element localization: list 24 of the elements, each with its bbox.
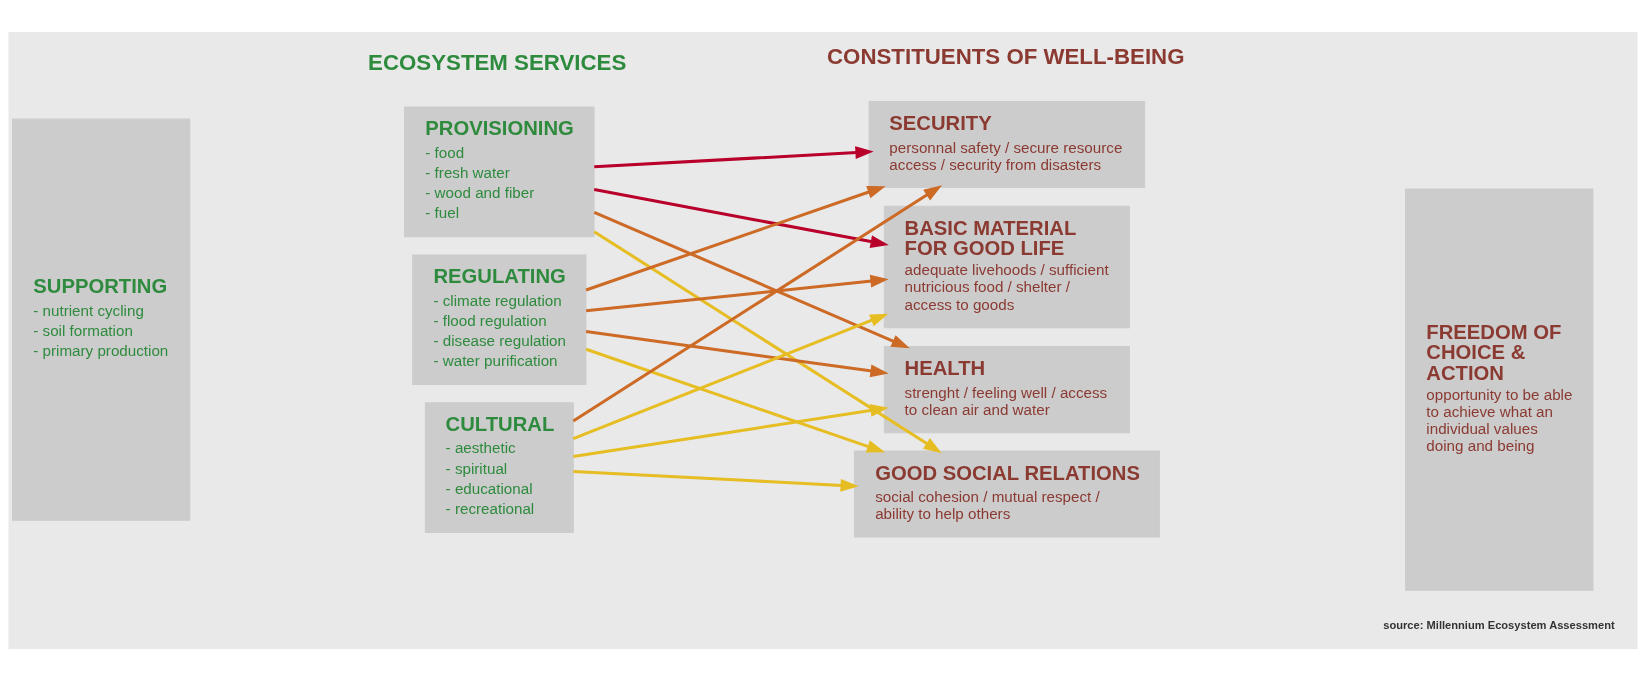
node-box: GOOD SOCIAL RELATIONS social cohesion / mutual respect / ability to help others (853, 450, 1160, 538)
arrow (585, 330, 889, 378)
arrow (585, 186, 886, 292)
label: CONSTITUENTS OF WELL-BEING (827, 44, 1185, 70)
arrow (585, 274, 889, 313)
arrow (573, 404, 889, 458)
arrow (585, 347, 886, 453)
node-box: HEALTH strenght / feeling well / access to clean air and water (883, 346, 1130, 434)
node-box: BASIC MATERIAL FOR GOOD LIFE adequate livehoods / sufficient nutricious food / shelter / access to goods (883, 205, 1130, 329)
arrow (594, 146, 874, 169)
arrow (593, 188, 889, 248)
node-box: SUPPORTING - nutrient cycling - soil formation - primary production (12, 118, 191, 521)
node-box: CULTURAL - aesthetic - spiritual - educational - recreational (424, 402, 574, 533)
arrow (572, 185, 943, 423)
node-box: SECURITY personnal safety / secure resource access / security from disasters (868, 100, 1146, 189)
label: ECOSYSTEM SERVICES (368, 50, 627, 76)
arrow (572, 313, 889, 441)
node-box: PROVISIONING - food - fresh water - wood and fiber - fuel (404, 106, 595, 238)
arrow (573, 469, 859, 492)
arrow (593, 210, 910, 349)
label: source: Millennium Ecosystem Assessment (1383, 618, 1615, 631)
node-box: FREEDOM OF CHOICE & ACTION opportunity to be able to achieve what an individual values doing and being (1405, 188, 1594, 591)
arrow (593, 230, 942, 454)
node-box: REGULATING - climate regulation - flood regulation - disease regulation - water purification (412, 254, 587, 386)
